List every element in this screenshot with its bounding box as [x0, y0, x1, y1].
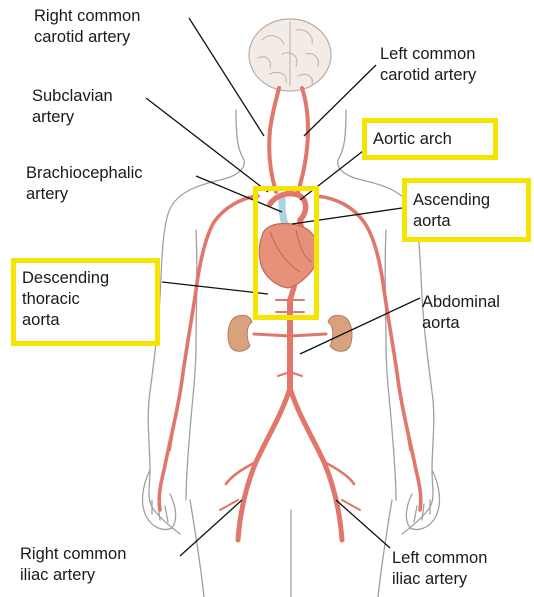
- label-left-common-carotid-artery: Left common carotid artery: [380, 44, 476, 86]
- highlight-box-heart-region: [253, 186, 319, 320]
- label-aortic-arch: Aortic arch: [373, 129, 452, 150]
- label-right-common-carotid-artery: Right common carotid artery: [34, 6, 140, 48]
- label-brachiocephalic-artery: Brachiocephalic artery: [26, 163, 142, 205]
- label-ascending-aorta: Ascending aorta: [413, 190, 490, 232]
- label-descending-thoracic-aorta: Descending thoracic aorta: [22, 268, 109, 331]
- brain: [249, 19, 331, 91]
- label-right-common-iliac-artery: Right common iliac artery: [20, 544, 126, 586]
- label-subclavian-artery: Subclavian artery: [32, 86, 113, 128]
- leader-right-common-iliac: [180, 500, 242, 556]
- label-left-common-iliac-artery: Left common iliac artery: [392, 548, 487, 590]
- leader-subclavian: [146, 98, 268, 192]
- leader-right-common-carotid: [189, 18, 264, 136]
- label-abdominal-aorta: Abdominal aorta: [422, 292, 500, 334]
